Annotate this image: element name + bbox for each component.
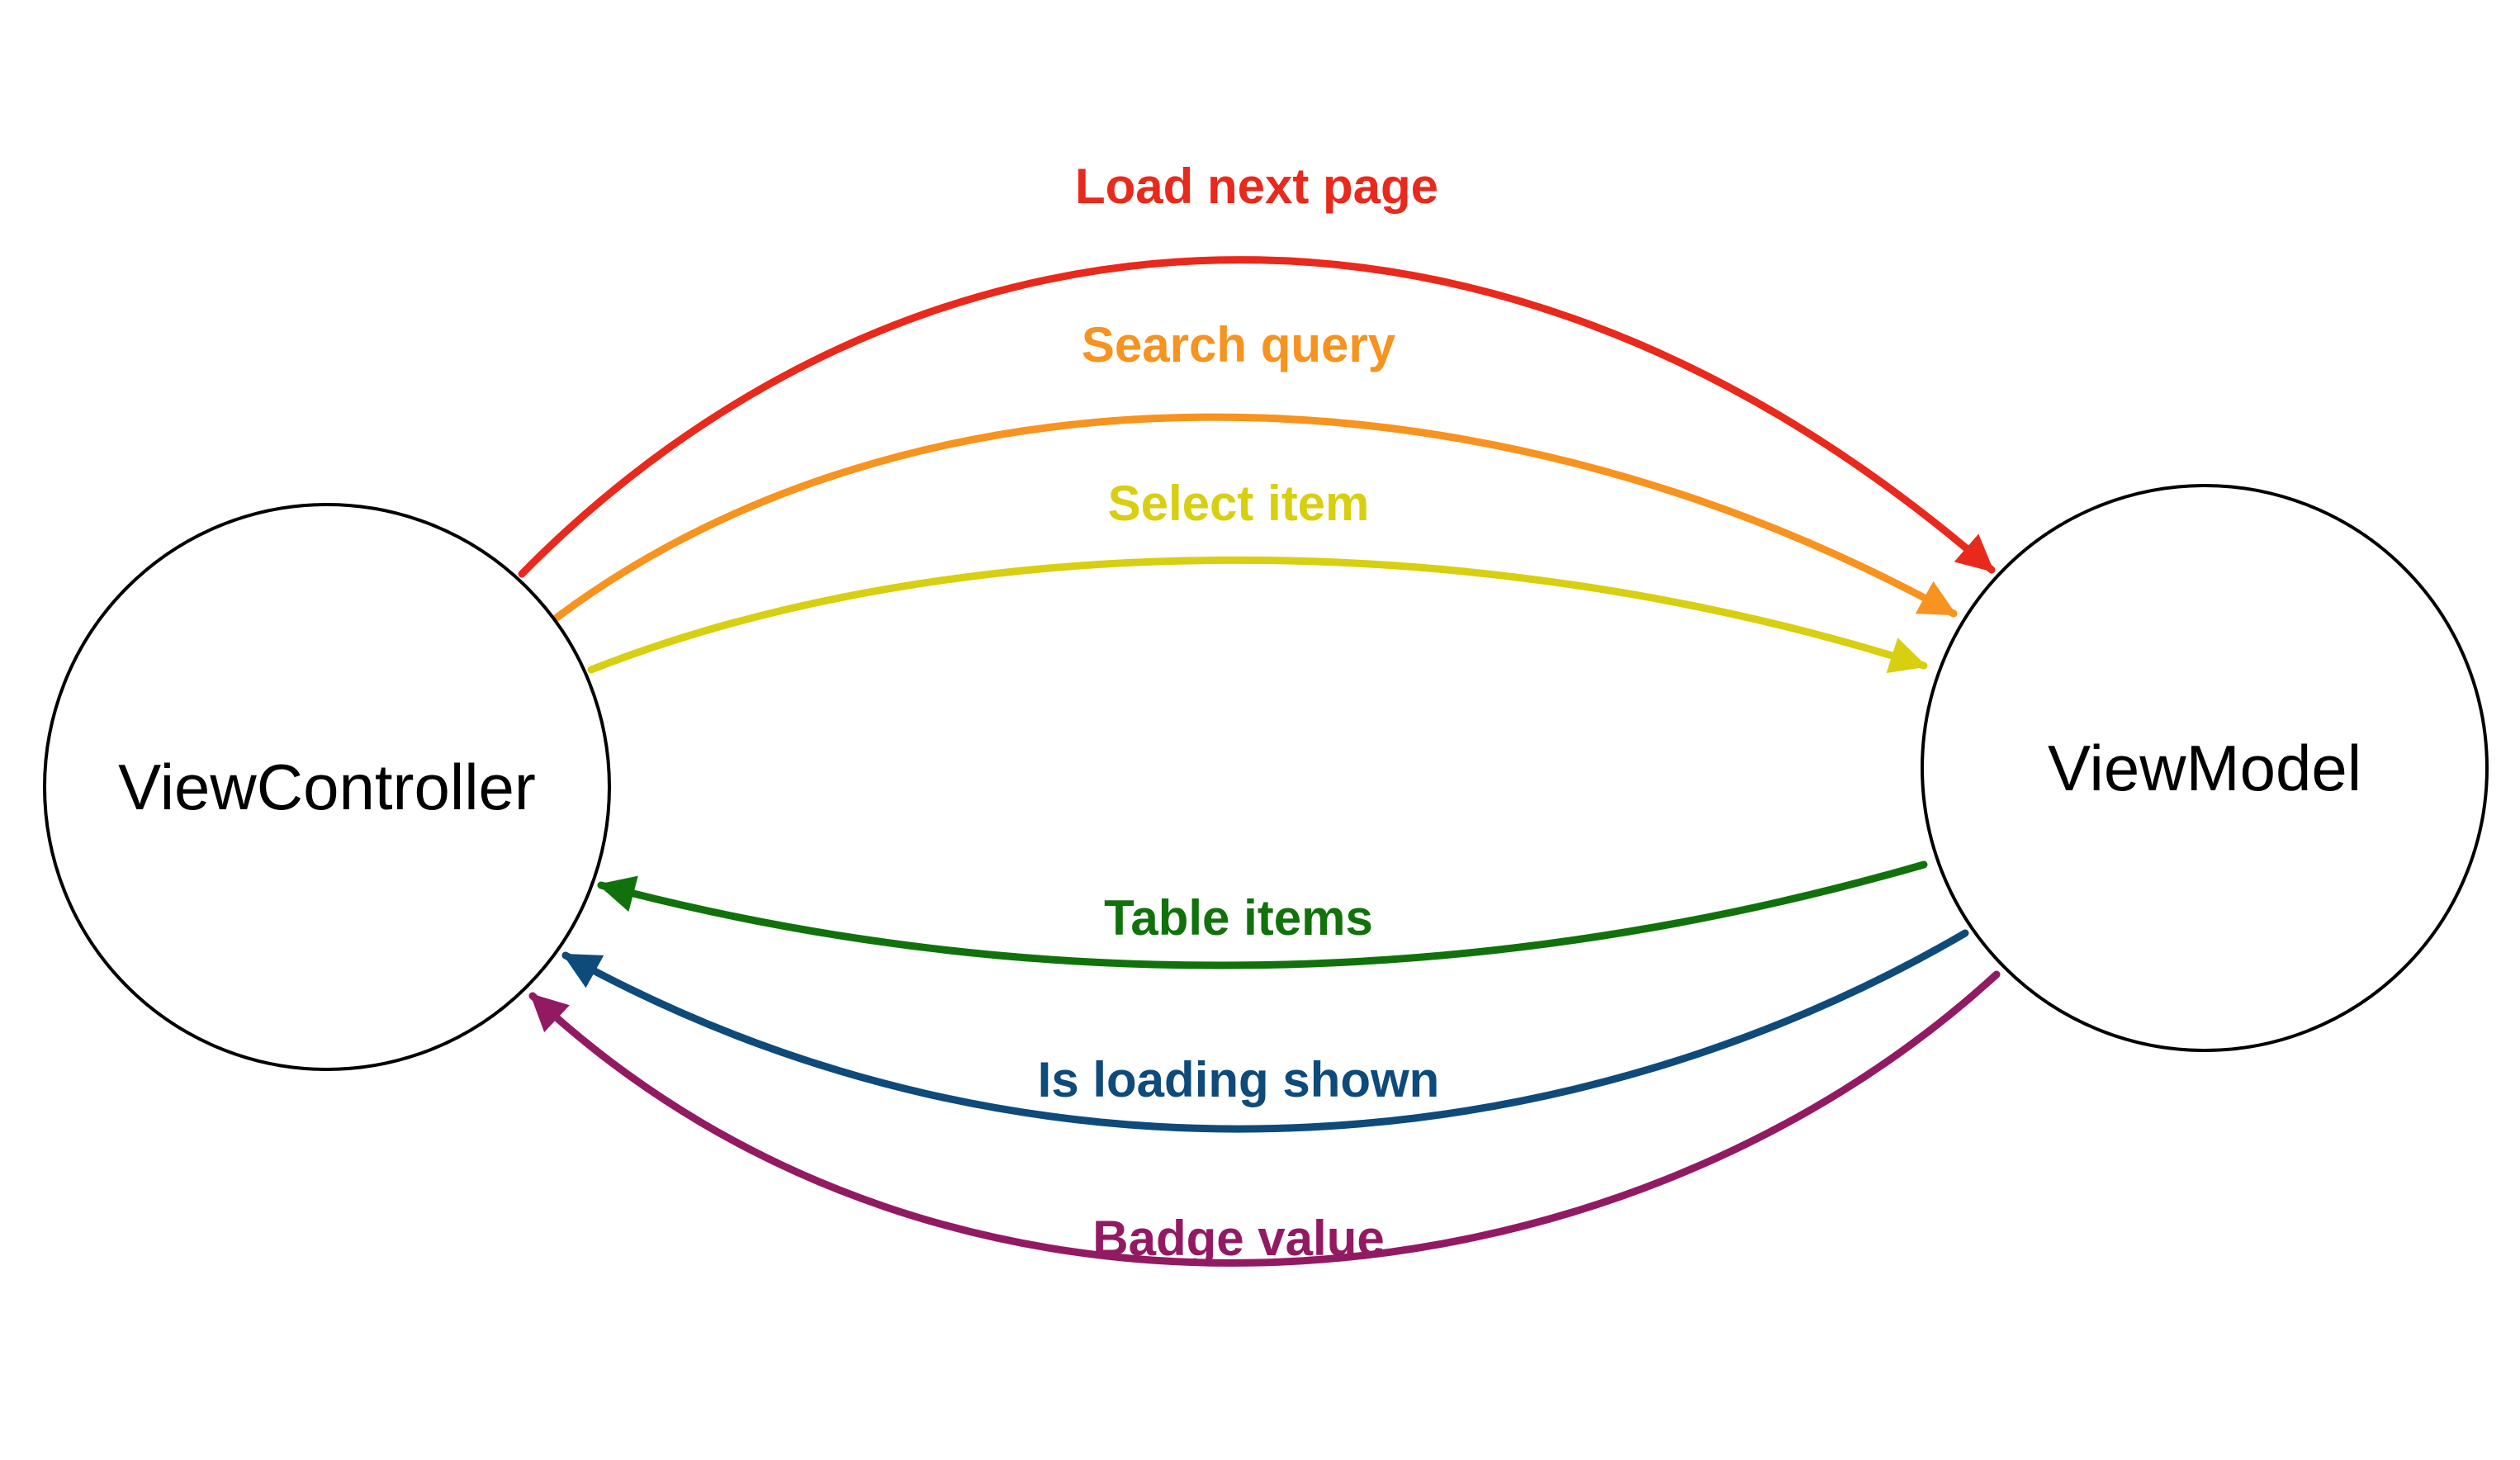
edge-select-item [587, 556, 1928, 674]
node-view-model: ViewModel [1921, 484, 2489, 1052]
edge-label-badge-value: Badge value [1092, 1211, 1384, 1266]
edge-search-query [552, 413, 1958, 622]
edge-label-select-item: Select item [1108, 476, 1370, 531]
node-view-controller-label: ViewController [118, 751, 536, 823]
edge-label-load-next-page: Load next page [1075, 159, 1438, 214]
node-view-model-circle [1921, 484, 2489, 1052]
edge-label-is-loading-shown: Is loading shown [1038, 1052, 1440, 1107]
node-view-controller: ViewController [43, 503, 611, 1071]
edge-is-loading-shown [561, 929, 1969, 1133]
node-view-model-label: ViewModel [2048, 732, 2361, 804]
node-view-controller-circle [43, 503, 611, 1071]
edge-load-next-page [518, 256, 1996, 578]
edge-badge-value [528, 970, 2001, 1267]
edge-label-table-items: Table items [1104, 890, 1373, 946]
edge-table-items [597, 860, 1928, 969]
edge-label-search-query: Search query [1082, 317, 1396, 372]
